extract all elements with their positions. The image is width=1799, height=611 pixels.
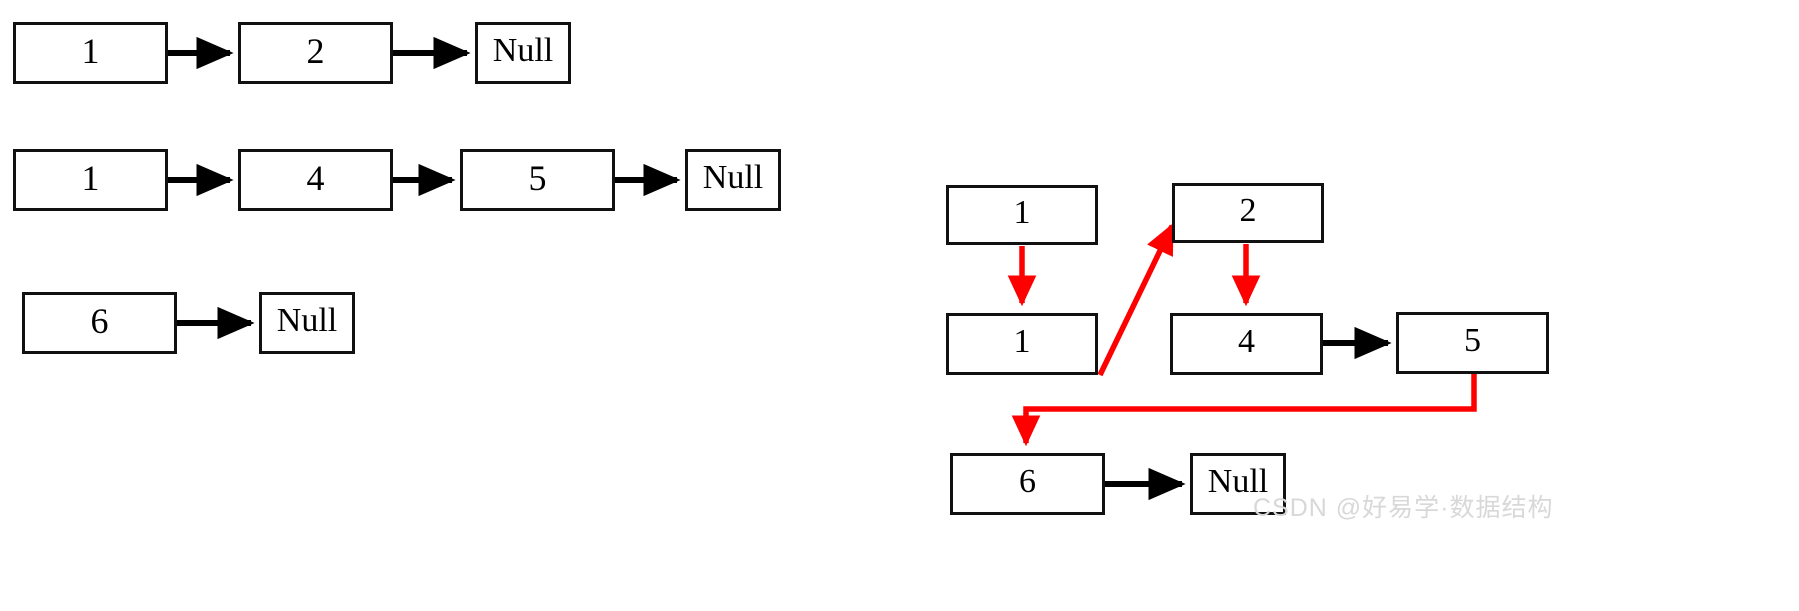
node-label: 1 bbox=[1013, 194, 1031, 231]
node-label: Null bbox=[276, 302, 338, 339]
node-mid-4[interactable]: 4 bbox=[1170, 313, 1323, 375]
node-label: 6 bbox=[90, 301, 109, 341]
list-row-2-node-1[interactable]: 1 bbox=[13, 149, 168, 211]
list-row-1-node-null[interactable]: Null bbox=[475, 22, 571, 84]
list-row-3-node-6[interactable]: 6 bbox=[22, 292, 177, 354]
node-label: 6 bbox=[1019, 463, 1036, 500]
list-row-2-node-4[interactable]: 4 bbox=[238, 149, 393, 211]
node-label: Null bbox=[702, 159, 764, 196]
node-top-2[interactable]: 2 bbox=[1172, 183, 1324, 243]
list-row-2-node-null[interactable]: Null bbox=[685, 149, 781, 211]
list-row-1-node-2[interactable]: 2 bbox=[238, 22, 393, 84]
node-top-1[interactable]: 1 bbox=[946, 185, 1098, 245]
list-row-1-node-1[interactable]: 1 bbox=[13, 22, 168, 84]
node-bottom-6[interactable]: 6 bbox=[950, 453, 1105, 515]
node-label: 1 bbox=[81, 31, 100, 71]
node-mid-5[interactable]: 5 bbox=[1396, 312, 1549, 374]
node-label: Null bbox=[492, 32, 554, 69]
csdn-watermark: CSDN @好易学·数据结构 bbox=[1253, 494, 1554, 522]
node-label: 1 bbox=[81, 158, 100, 198]
red-arrow-mid1-to-top2 bbox=[1097, 223, 1175, 377]
node-label: 5 bbox=[528, 158, 547, 198]
node-bottom-null[interactable]: Null bbox=[1190, 453, 1286, 515]
node-label: 2 bbox=[1239, 192, 1257, 229]
node-label: 2 bbox=[306, 31, 325, 71]
node-label: Null bbox=[1207, 463, 1269, 500]
node-label: 4 bbox=[1238, 323, 1255, 360]
node-label: 1 bbox=[1013, 323, 1031, 360]
list-row-2-node-5[interactable]: 5 bbox=[460, 149, 615, 211]
node-label: 4 bbox=[306, 158, 325, 198]
list-row-3-node-null[interactable]: Null bbox=[259, 292, 355, 354]
red-elbow-mid5-to-bottom6 bbox=[1011, 374, 1477, 447]
node-label: 5 bbox=[1464, 322, 1481, 359]
node-mid-1[interactable]: 1 bbox=[946, 313, 1098, 375]
